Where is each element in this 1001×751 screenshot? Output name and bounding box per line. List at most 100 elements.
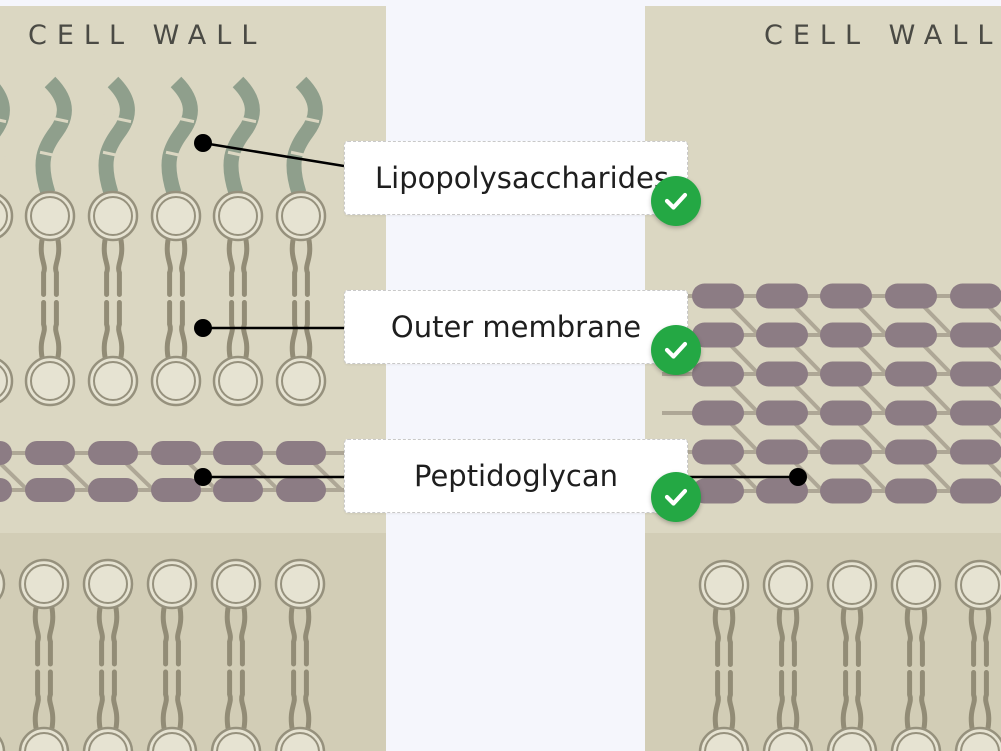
peptidoglycan-block — [885, 400, 937, 426]
lipid-tail — [919, 670, 928, 731]
peptidoglycan-block — [0, 441, 12, 465]
inner-membrane-bilayer — [0, 558, 326, 751]
lipid-tail — [288, 669, 297, 731]
lipid-tail — [164, 300, 173, 360]
pointer-dot — [194, 468, 212, 486]
lipid-tail — [241, 237, 250, 297]
lipid-tail — [712, 606, 721, 667]
lipid-head-inner — [218, 196, 258, 236]
lps-segment-gap — [165, 150, 195, 160]
check-circle-icon — [651, 325, 701, 375]
lps-segment-gap — [227, 150, 257, 160]
peptidoglycan-block — [950, 361, 1001, 387]
lipid-tail — [968, 670, 977, 731]
lipid-tail — [53, 237, 62, 297]
peptidoglycan-block — [820, 322, 872, 348]
left-panel-title: CELL WALL — [28, 20, 267, 51]
lipid-head-inner — [88, 732, 128, 751]
peptidoglycan-block — [885, 322, 937, 348]
lipid-head-inner — [960, 732, 1000, 751]
label-outer-membrane[interactable]: Outer membrane — [344, 290, 688, 364]
lipid-head-inner — [216, 564, 256, 604]
lipid-tail — [983, 670, 992, 731]
lipid-tail — [226, 237, 235, 297]
lipid-tail — [116, 237, 125, 297]
peptidoglycan-block — [692, 478, 744, 504]
lipid-tail — [304, 237, 313, 297]
check-circle-icon — [651, 176, 701, 226]
lipid-tail — [727, 606, 736, 667]
lipid-head — [0, 736, 6, 751]
lipid-head-inner — [156, 196, 196, 236]
lipid-head-inner — [93, 361, 133, 401]
lps-segment-gap — [0, 155, 7, 160]
lipid-tail — [47, 605, 56, 667]
lipid-tail — [239, 605, 248, 667]
peptidoglycan-block — [950, 439, 1001, 465]
lipid-tail — [289, 237, 298, 297]
lipid-tail — [904, 606, 913, 667]
lipid-tail — [791, 606, 800, 667]
lipid-tail — [239, 669, 248, 731]
lipid-tail — [289, 300, 298, 360]
check-circle-icon — [651, 472, 701, 522]
lipid-tail — [53, 300, 62, 360]
peptidoglycan-block — [213, 441, 263, 465]
peptide-crosslink — [0, 460, 29, 492]
lipid-tail — [855, 606, 864, 667]
gram-negative-panel — [0, 6, 386, 751]
lipid-head-inner — [281, 361, 321, 401]
lipid-tail — [224, 669, 233, 731]
peptidoglycan-block — [756, 322, 808, 348]
peptidoglycan-block — [950, 322, 1001, 348]
peptidoglycan-block — [820, 361, 872, 387]
lipid-tail — [968, 606, 977, 667]
label-peptidoglycan[interactable]: Peptidoglycan — [344, 439, 688, 513]
label-text: Peptidoglycan — [413, 459, 618, 493]
lps-chain — [35, 76, 72, 196]
peptidoglycan-layer — [0, 441, 356, 502]
lipid-tail — [983, 606, 992, 667]
lipid-head-inner — [960, 565, 1000, 605]
lipid-head-inner — [24, 732, 64, 751]
lipid-tail — [712, 670, 721, 731]
lipid-head-inner — [768, 732, 808, 751]
lipid-tail — [840, 670, 849, 731]
peptidoglycan-block — [276, 478, 326, 502]
inner-membrane-bilayer — [698, 559, 1001, 751]
lipid-tail — [727, 670, 736, 731]
label-lipopolysaccharides[interactable]: Lipopolysaccharides — [344, 141, 688, 215]
lipid-head-inner — [156, 361, 196, 401]
peptidoglycan-block — [950, 400, 1001, 426]
lipid-head-inner — [0, 200, 8, 232]
peptidoglycan-block — [25, 478, 75, 502]
peptidoglycan-block — [756, 400, 808, 426]
lps-segment-gap — [102, 150, 132, 160]
peptidoglycan-block — [692, 361, 744, 387]
lps-chain — [286, 76, 323, 196]
peptidoglycan-block — [88, 478, 138, 502]
lipid-tail — [116, 300, 125, 360]
peptidoglycan-block — [213, 478, 263, 502]
lipid-tail — [303, 605, 312, 667]
pointer-dot — [194, 319, 212, 337]
panel-lower-bg — [645, 533, 1001, 751]
peptidoglycan-block — [756, 439, 808, 465]
lipid-tail — [32, 605, 41, 667]
lipid-head-inner — [216, 732, 256, 751]
lipid-tail — [160, 669, 169, 731]
lipid-head-inner — [218, 361, 258, 401]
lipid-tail — [101, 300, 110, 360]
lipid-tail — [304, 300, 313, 360]
lipid-tail — [776, 606, 785, 667]
lipid-tail — [160, 605, 169, 667]
lipid-tail — [776, 670, 785, 731]
lipid-tail — [111, 669, 120, 731]
lipid-tail — [288, 605, 297, 667]
lipid-head-inner — [280, 732, 320, 751]
peptidoglycan-block — [820, 439, 872, 465]
lipid-tail — [164, 237, 173, 297]
lps-chain — [223, 76, 260, 196]
lipid-head-inner — [88, 564, 128, 604]
